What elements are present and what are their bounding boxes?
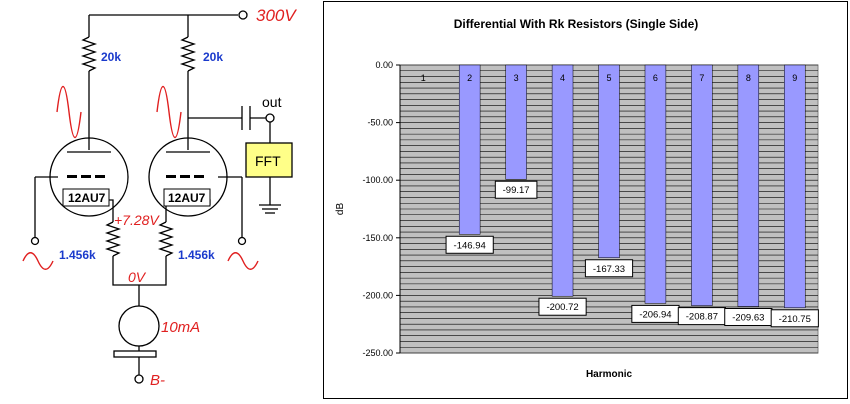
data-label-text: -99.17	[503, 185, 530, 196]
bar	[598, 64, 620, 259]
x-axis-title: Harmonic	[586, 369, 633, 380]
tube-left-label: 12AU7	[68, 191, 106, 205]
tube-right-label: 12AU7	[168, 191, 206, 205]
y-tick-label: -150.00	[362, 233, 393, 243]
y-tick-label: -200.00	[362, 290, 393, 300]
y-tick-label: 0.00	[375, 60, 393, 70]
data-label: -208.87	[677, 307, 726, 326]
data-label-text: -208.87	[686, 312, 718, 323]
data-label-box	[538, 297, 587, 316]
plate-signal-left-icon	[56, 86, 82, 138]
plate-resistor-right-label: 20k	[203, 50, 223, 64]
x-category-label: 3	[514, 73, 519, 83]
output-label: out	[262, 94, 282, 110]
current-source-label: 10mA	[161, 319, 200, 336]
bar	[691, 64, 713, 306]
bar	[505, 64, 527, 180]
cathode-resistor-left-label: 1.456k	[59, 248, 96, 262]
data-label-text: -210.75	[779, 314, 811, 325]
circuit-schematic: 300V 20k 20k out FFT 12AU7 12AU7 +7.28V …	[22, 6, 297, 389]
data-label: -167.33	[584, 259, 634, 278]
axes: 0.00 -50.00 -100.00 -150.00 -200.00 -250.00	[362, 60, 401, 358]
bar	[458, 64, 481, 235]
cathode-voltage-label: +7.28V	[114, 212, 160, 228]
bar	[644, 64, 667, 304]
input-signal-right-icon	[227, 252, 259, 270]
data-label: -99.17	[494, 180, 538, 199]
x-category-label: 4	[560, 73, 565, 83]
data-label-box	[494, 180, 538, 199]
data-label-text: -209.63	[732, 312, 764, 323]
plate-signal-right-icon	[156, 86, 182, 138]
x-category-label: 5	[606, 73, 611, 83]
data-label-box	[770, 309, 819, 328]
fft-label: FFT	[255, 153, 281, 169]
x-category-label: 6	[653, 73, 658, 83]
x-category-label: 1	[421, 73, 426, 83]
bars	[458, 64, 806, 309]
bar	[737, 64, 760, 307]
chart-title: Differential With Rk Resistors (Single S…	[454, 17, 699, 31]
bar	[551, 64, 574, 297]
y-tick-label: -50.00	[367, 118, 393, 128]
data-label-text: -146.94	[454, 240, 486, 251]
data-label: -209.63	[724, 307, 773, 326]
bar	[784, 64, 806, 309]
y-tick-label: -100.00	[362, 175, 393, 185]
x-category-label: 7	[699, 73, 704, 83]
x-category-label: 2	[467, 73, 472, 83]
supply-voltage-label: 300V	[256, 6, 297, 25]
y-tick-label: -250.00	[362, 348, 393, 358]
data-label: -200.72	[538, 297, 587, 316]
data-label-text: -167.33	[593, 264, 625, 275]
data-labels: 1 2 -146.94 3 -99.17 4 -200.72 5 -167.33 6 -206.94…	[421, 73, 819, 328]
x-category-label: 8	[746, 73, 751, 83]
data-label: -210.75	[770, 309, 819, 328]
data-label-text: -206.94	[639, 309, 671, 320]
fft-analyzer-box	[245, 142, 293, 178]
input-signal-left-icon	[22, 252, 54, 270]
negative-supply-label: B-	[150, 372, 165, 389]
plate-resistor-left-label: 20k	[101, 50, 121, 64]
y-axis-title: dB	[335, 203, 346, 216]
data-label-box	[584, 259, 634, 278]
data-label: -146.94	[445, 235, 494, 254]
tail-voltage-label: 0V	[128, 269, 147, 285]
x-category-label: 9	[792, 73, 797, 83]
harmonic-bar-chart: Differential With Rk Resistors (Single S…	[335, 17, 819, 380]
data-label-text: -200.72	[546, 302, 578, 313]
cathode-resistor-right-label: 1.456k	[178, 248, 215, 262]
data-label-box	[445, 235, 494, 254]
data-label: -206.94	[631, 304, 680, 323]
